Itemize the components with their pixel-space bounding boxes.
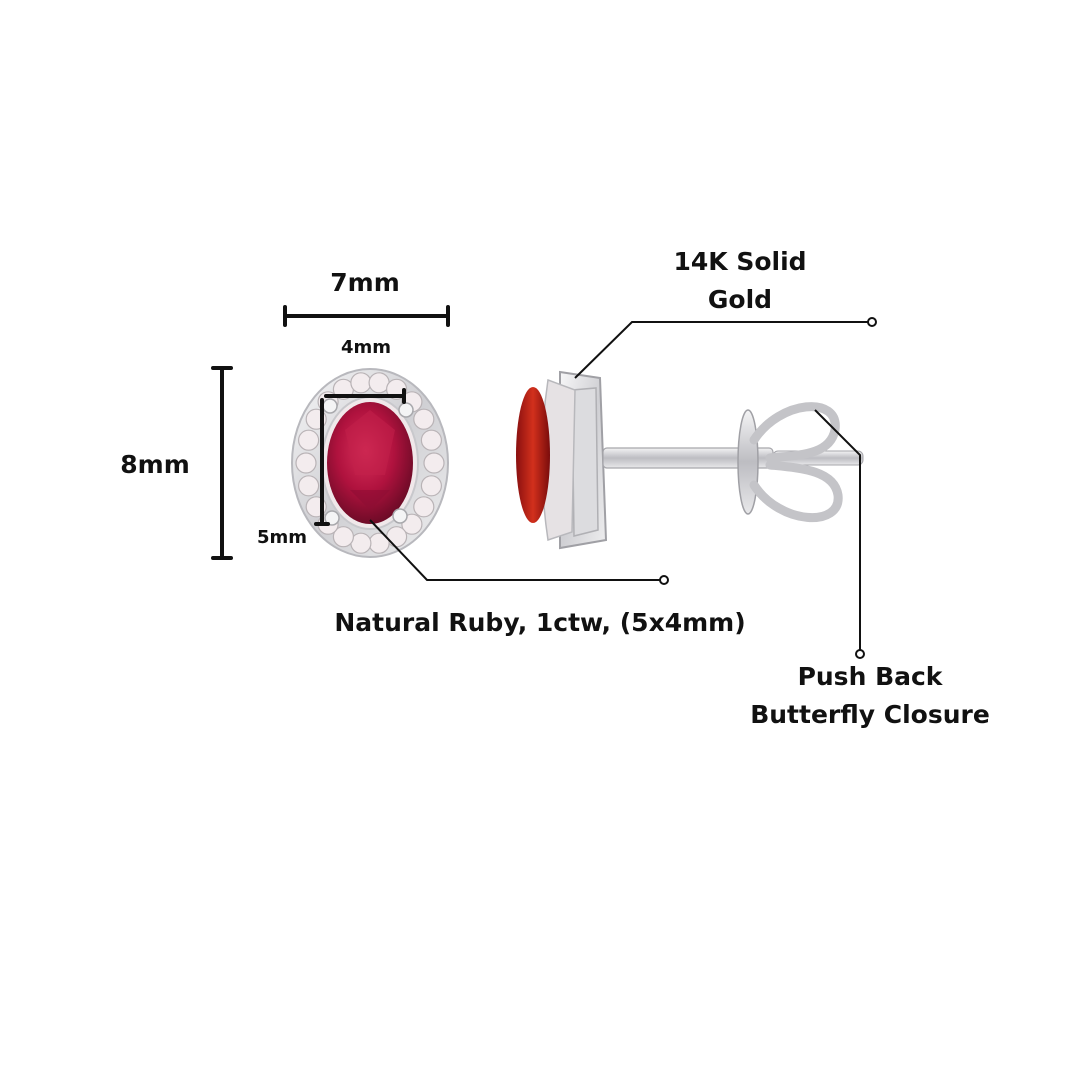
ruby-side: [516, 387, 550, 523]
side-setting-gallery: [571, 387, 599, 537]
halo-diamond: [413, 496, 435, 518]
stone-width-label: 4mm: [340, 337, 392, 358]
earring-side-view: [516, 370, 864, 550]
ruby-leader-line: [369, 519, 660, 581]
prong: [322, 398, 338, 414]
halo-diamond: [413, 408, 435, 430]
halo-diamond: [295, 452, 317, 474]
metal-callout-line-1: 14K Solid: [673, 247, 807, 276]
dimension-markers: [211, 305, 450, 560]
ruby-leader-dot: [659, 575, 669, 585]
closure-callout-line-2: Butterfly Closure: [750, 700, 990, 729]
height-dimension-label: 8mm: [120, 450, 190, 479]
butterfly-plate: [737, 409, 759, 515]
closure-leader-line: [814, 409, 861, 650]
metal-callout: 14K Solid Gold: [650, 243, 830, 319]
earring-front-view: [291, 368, 449, 558]
halo-diamond: [332, 526, 354, 548]
halo-diamond: [420, 429, 442, 451]
ruby-facet-lower: [350, 490, 390, 510]
stone-callout: Natural Ruby, 1ctw, (5x4mm): [334, 608, 746, 637]
halo-diamond: [298, 429, 320, 451]
closure-callout: Push Back Butterfly Closure: [740, 658, 1000, 734]
ruby-facet: [345, 410, 395, 475]
halo-diamond: [423, 452, 445, 474]
stone-height-label: 5mm: [256, 527, 308, 548]
gold-leader-dot: [867, 317, 877, 327]
prong: [398, 402, 414, 418]
callout-leaders: [369, 317, 877, 659]
gold-leader-line: [574, 321, 868, 379]
butterfly-wing-bottom: [749, 460, 843, 522]
closure-callout-line-1: Push Back: [797, 662, 943, 691]
metal-callout-line-2: Gold: [707, 285, 773, 314]
closure-leader-dot: [855, 649, 865, 659]
halo-diamond: [298, 475, 320, 497]
halo-diamond: [350, 372, 372, 394]
width-dimension-label: 7mm: [330, 268, 400, 297]
prong: [324, 510, 340, 526]
prong: [392, 508, 408, 524]
halo-diamond: [420, 475, 442, 497]
